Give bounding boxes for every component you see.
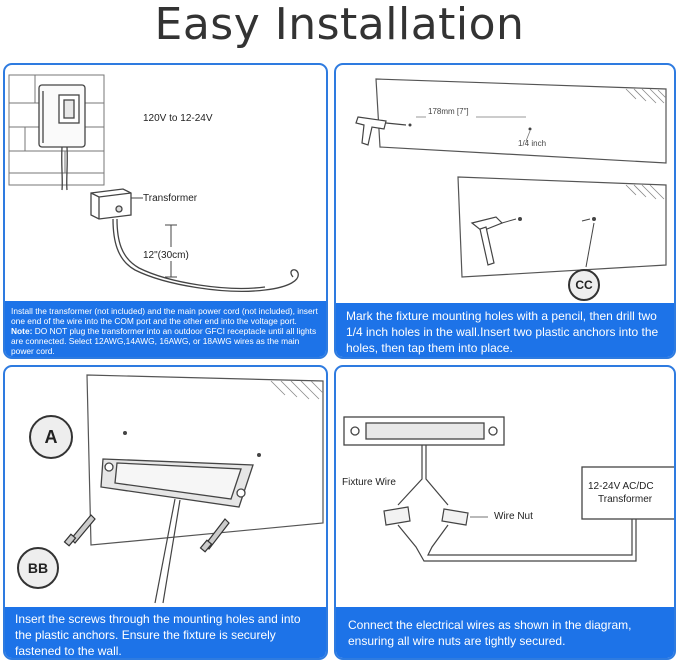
voltage-label: 120V to 12-24V <box>143 113 213 124</box>
wire-nut-label: Wire Nut <box>494 511 533 522</box>
transformer-spec-label: 12-24V AC/DC <box>588 481 654 492</box>
anchor-part-badge: CC <box>568 269 600 301</box>
fixture-part-badge: A <box>29 415 73 459</box>
mount-fixture-illustration <box>63 374 324 604</box>
step-1-caption-main: Install the transformer (not included) a… <box>11 306 318 326</box>
step-3-panel: A BB Insert the screws through the mount… <box>3 365 328 660</box>
page-title: Easy Installation <box>154 0 525 50</box>
step-4-panel: Fixture Wire Wire Nut 12-24V AC/DC Trans… <box>334 365 676 660</box>
step-1-panel: 120V to 12-24V Transformer 12"(30cm) Ins… <box>3 63 328 359</box>
transformer-label: Transformer <box>143 193 198 204</box>
step-1-caption-note: Note: DO NOT plug the transformer into a… <box>11 326 320 356</box>
transformer-name-label: Transformer <box>598 494 653 505</box>
cord-length-label: 12"(30cm) <box>143 250 189 261</box>
drill-holes-illustration <box>355 78 667 278</box>
fixture-wire-label: Fixture Wire <box>342 477 396 488</box>
step-2-caption: Mark the fixture mounting holes with a p… <box>336 303 674 357</box>
transformer-wiring-illustration <box>8 74 299 292</box>
screw-part-badge: BB <box>17 547 59 589</box>
step-4-caption: Connect the electrical wires as shown in… <box>336 607 674 658</box>
wire-connection-illustration <box>343 416 674 562</box>
hole-spacing-label: 178mm [7"] <box>428 107 469 116</box>
note-text: DO NOT plug the transformer into an outd… <box>11 326 317 356</box>
step-3-caption: Insert the screws through the mounting h… <box>5 607 326 658</box>
hole-size-label: 1/4 inch <box>518 139 547 148</box>
note-label: Note: <box>11 326 33 336</box>
step-2-panel: 178mm [7"] 1/4 inch CC Mark the fixture … <box>334 63 676 359</box>
step-1-caption: Install the transformer (not included) a… <box>5 301 326 357</box>
